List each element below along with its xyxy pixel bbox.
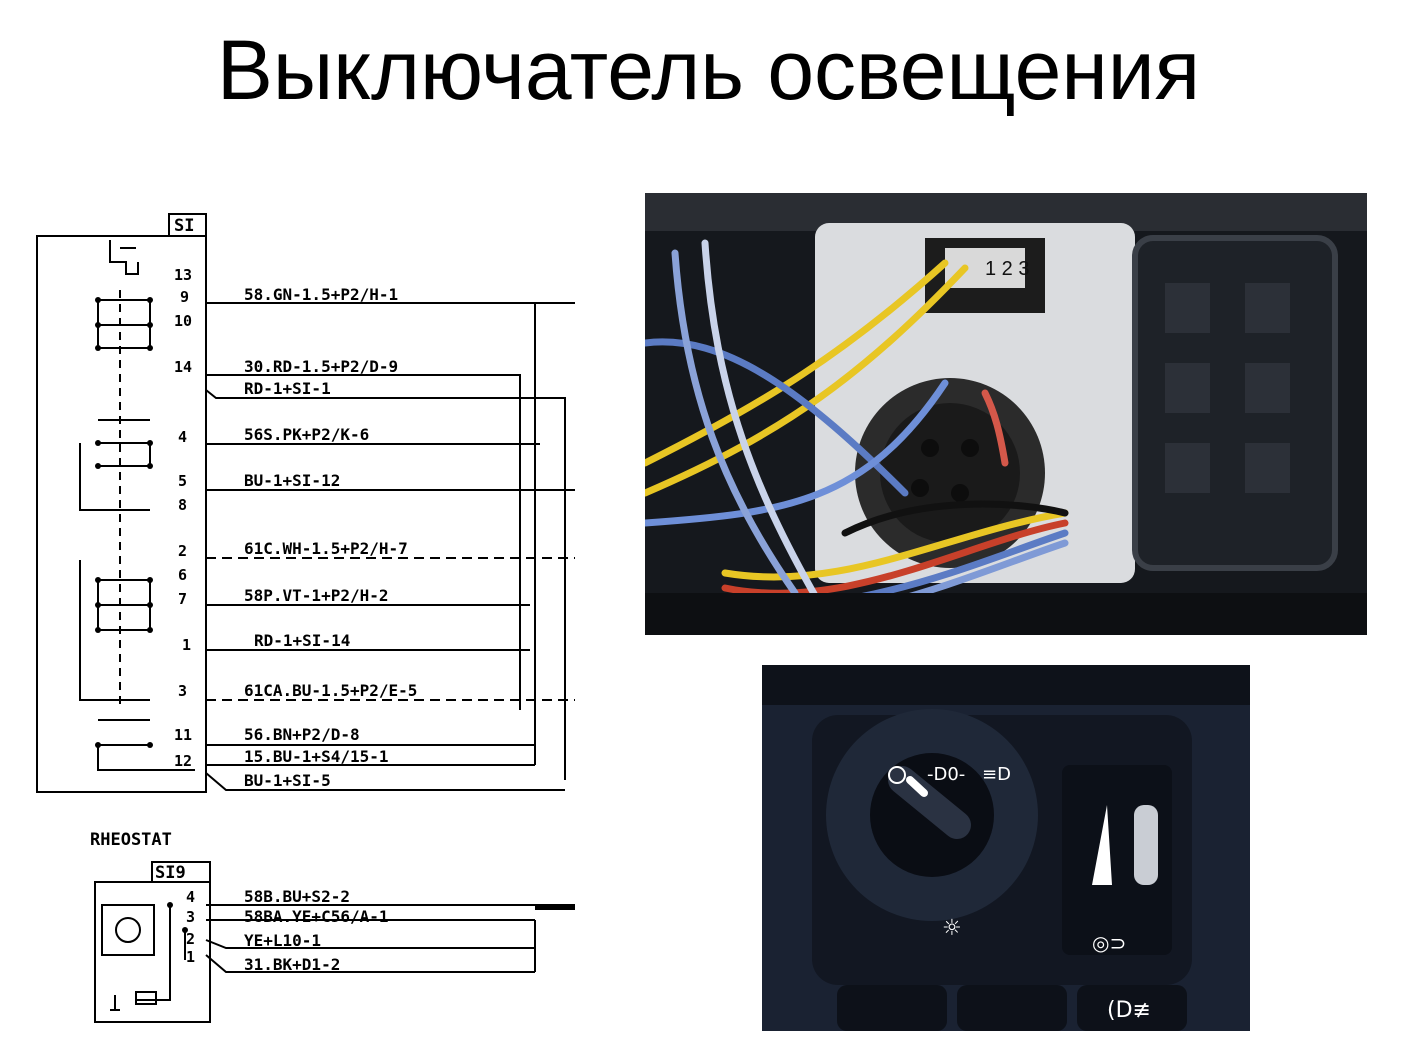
wire-label: 61C.WH-1.5+P2/H-7: [244, 539, 408, 558]
pin-label: 11: [174, 726, 192, 744]
page-title: Выключатель освещения: [216, 23, 1201, 117]
switch-id: SI: [174, 216, 194, 236]
pin-label: 4: [178, 428, 187, 446]
connector-number-icon: 1 2 3: [985, 258, 1029, 280]
switch-box: [36, 235, 207, 793]
pin-label: 4: [186, 888, 195, 906]
rheostat-label: RHEOSTAT: [90, 830, 172, 850]
pin-label: 8: [178, 496, 187, 514]
pin-label: 2: [178, 542, 187, 560]
pin-label: 10: [174, 312, 192, 330]
off-icon: [888, 766, 906, 784]
wire-label: 31.BK+D1-2: [244, 955, 340, 974]
fog-light-icon: (D≢: [1107, 998, 1151, 1023]
rheostat-id: SI9: [155, 863, 186, 883]
rheostat-element: [101, 904, 155, 956]
pin-label: 3: [178, 682, 187, 700]
wire-label: BU-1+SI-5: [244, 771, 331, 790]
light-switch-panel-photo: -D0- ≡D ☼ ◎⊃ (D≢: [762, 665, 1250, 1031]
pin-label: 3: [186, 908, 195, 926]
wire-label: 58B.BU+S2-2: [244, 887, 350, 906]
pin-label: 2: [186, 930, 195, 948]
wire-label: 58P.VT-1+P2/H-2: [244, 586, 389, 605]
pin-label: 12: [174, 752, 192, 770]
wire-label: RD-1+SI-1: [244, 379, 331, 398]
pin-label: 1: [186, 948, 195, 966]
wiring-connector-photo: 1 2 3: [645, 193, 1367, 635]
instrument-light-icon: ◎⊃: [1092, 931, 1126, 955]
pin-label: 1: [182, 636, 191, 654]
wiring-diagram: SI RHEOSTAT SI9 13 9 10 14 4 5 8 2 6 7 1…: [36, 213, 575, 1023]
pin-label: 7: [178, 590, 187, 608]
headlight-icon: ≡D: [982, 764, 1011, 785]
pin-label: 6: [178, 566, 187, 584]
wire-label: 15.BU-1+S4/15-1: [244, 747, 389, 766]
wire-label: 58.GN-1.5+P2/H-1: [244, 285, 398, 304]
lamp-icon: ☼: [942, 916, 962, 941]
pin-label: 13: [174, 266, 192, 284]
wire-label: BU-1+SI-12: [244, 471, 340, 490]
pin-label: 9: [180, 288, 189, 306]
pin-label: 5: [178, 472, 187, 490]
wire-label: 56.BN+P2/D-8: [244, 725, 360, 744]
parking-light-icon: -D0-: [927, 764, 965, 785]
wire-label: 30.RD-1.5+P2/D-9: [244, 357, 398, 376]
switch-id-box: [168, 213, 207, 237]
rheostat-id-box: [151, 861, 211, 883]
wire-label: 56S.PK+P2/K-6: [244, 425, 369, 444]
wire-label: YE+L10-1: [244, 931, 321, 950]
wire-label: RD-1+SI-14: [254, 631, 350, 650]
wire-label: 61CA.BU-1.5+P2/E-5: [244, 681, 417, 700]
wire-label: 58BA.YE+C56/A-1: [244, 907, 389, 926]
pin-label: 14: [174, 358, 192, 376]
